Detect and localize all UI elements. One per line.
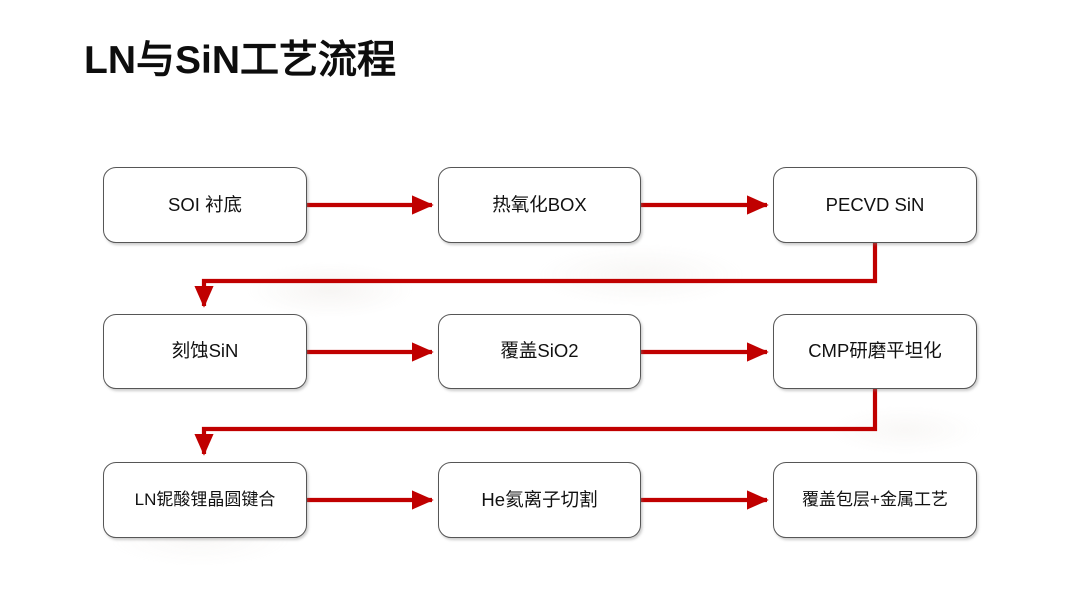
page-title: LN与SiN工艺流程	[84, 39, 397, 82]
flow-step-label: 覆盖SiO2	[500, 340, 579, 362]
flow-step-label: PECVD SiN	[825, 193, 925, 215]
flow-step-label: LN铌酸锂晶圆键合	[134, 489, 276, 509]
flow-step-deposit-sio2[interactable]: 覆盖SiO2	[438, 314, 641, 389]
flow-step-label: 热氧化BOX	[492, 193, 587, 215]
connector-step6-step7	[194, 389, 878, 456]
flow-step-label: CMP研磨平坦化	[808, 340, 942, 362]
flow-step-ln-wafer-bonding[interactable]: LN铌酸锂晶圆键合	[103, 462, 307, 538]
flow-step-cmp-planarization[interactable]: CMP研磨平坦化	[773, 314, 977, 389]
flow-step-etch-sin[interactable]: 刻蚀SiN	[103, 314, 307, 389]
flow-step-label: SOI 衬底	[167, 193, 242, 215]
flow-step-he-ion-slicing[interactable]: He氦离子切割	[438, 462, 641, 538]
flow-step-label: 刻蚀SiN	[171, 340, 239, 362]
flow-step-soi-substrate[interactable]: SOI 衬底	[103, 167, 307, 243]
flow-step-label: 覆盖包层+金属工艺	[802, 489, 948, 509]
flow-step-label: He氦离子切割	[481, 488, 598, 510]
connector-step3-step4	[194, 243, 878, 308]
flow-step-cladding-metal-process[interactable]: 覆盖包层+金属工艺	[773, 462, 977, 538]
flow-step-pecvd-sin[interactable]: PECVD SiN	[773, 167, 977, 243]
flow-step-thermal-oxide-box[interactable]: 热氧化BOX	[438, 167, 641, 243]
